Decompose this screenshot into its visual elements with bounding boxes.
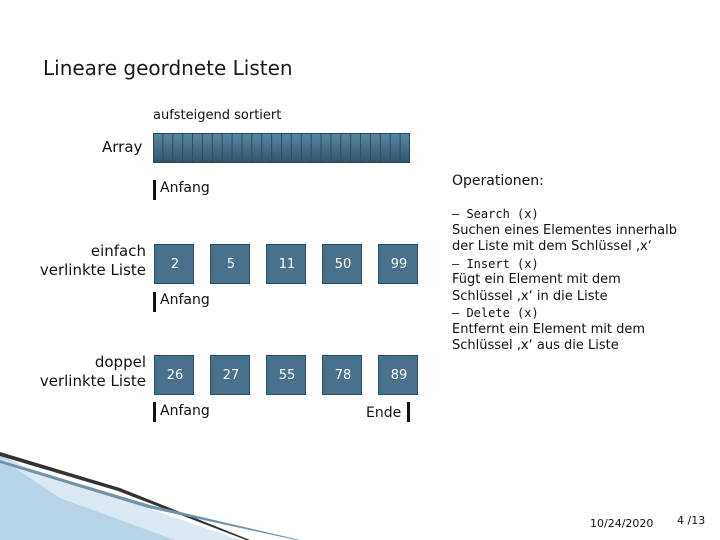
singly-label-line1: einfach — [20, 242, 146, 261]
doubly-label-line2: verlinkte Liste — [20, 372, 146, 391]
doubly-list-label: doppel verlinkte Liste — [20, 353, 146, 391]
footer-page-number: 4 /13 — [677, 514, 705, 527]
singly-list-label: einfach verlinkte Liste — [20, 242, 146, 280]
singly-node: 99 — [378, 244, 418, 284]
singly-node-value: 50 — [323, 245, 363, 285]
doubly-node: 27 — [210, 355, 250, 395]
anfang-marker-2 — [153, 292, 156, 312]
singly-node: 50 — [322, 244, 362, 284]
corner-swoosh-decoration — [0, 452, 300, 540]
ende-marker — [407, 402, 410, 422]
singly-node-value: 11 — [267, 245, 307, 285]
doubly-node-value: 26 — [155, 356, 195, 396]
doubly-label-line1: doppel — [20, 353, 146, 372]
singly-node: 2 — [154, 244, 194, 284]
doubly-node-value: 55 — [267, 356, 307, 396]
anfang-label-3: Anfang — [160, 403, 210, 419]
array-cells — [163, 134, 400, 162]
doubly-node: 89 — [378, 355, 418, 395]
singly-node-value: 5 — [211, 245, 251, 285]
doubly-node: 78 — [322, 355, 362, 395]
anfang-marker-3 — [153, 402, 156, 422]
doubly-node: 26 — [154, 355, 194, 395]
singly-label-line2: verlinkte Liste — [20, 261, 146, 280]
operations-list: – Search (x) Suchen eines Elementes inne… — [452, 206, 714, 355]
singly-node: 11 — [266, 244, 306, 284]
op-search-desc-2: der Liste mit dem Schlüssel ‚x‘ — [452, 239, 714, 256]
op-delete-desc-2: Schlüssel ‚x‘ aus die Liste — [452, 338, 714, 355]
op-search-code: – Search (x) — [452, 206, 714, 223]
anfang-label-2: Anfang — [160, 292, 210, 308]
op-insert-desc-2: Schlüssel ‚x‘ in die Liste — [452, 289, 714, 306]
doubly-node-value: 78 — [323, 356, 363, 396]
doubly-node-value: 89 — [379, 356, 419, 396]
footer-date: 10/24/2020 — [590, 517, 653, 530]
anfang-label-1: Anfang — [160, 180, 210, 196]
singly-node-value: 99 — [379, 245, 419, 285]
op-insert-code: – Insert (x) — [452, 256, 714, 273]
doubly-node: 55 — [266, 355, 306, 395]
ende-label: Ende — [366, 405, 401, 421]
singly-node-value: 2 — [155, 245, 195, 285]
singly-node: 5 — [210, 244, 250, 284]
operations-heading: Operationen: — [452, 173, 544, 189]
anfang-marker-1 — [153, 180, 156, 200]
op-search-desc-1: Suchen eines Elementes innerhalb — [452, 223, 714, 240]
doubly-node-value: 27 — [211, 356, 251, 396]
op-insert-desc-1: Fügt ein Element mit dem — [452, 272, 714, 289]
op-delete-desc-1: Entfernt ein Element mit dem — [452, 322, 714, 339]
op-delete-code: – Delete (x) — [452, 305, 714, 322]
